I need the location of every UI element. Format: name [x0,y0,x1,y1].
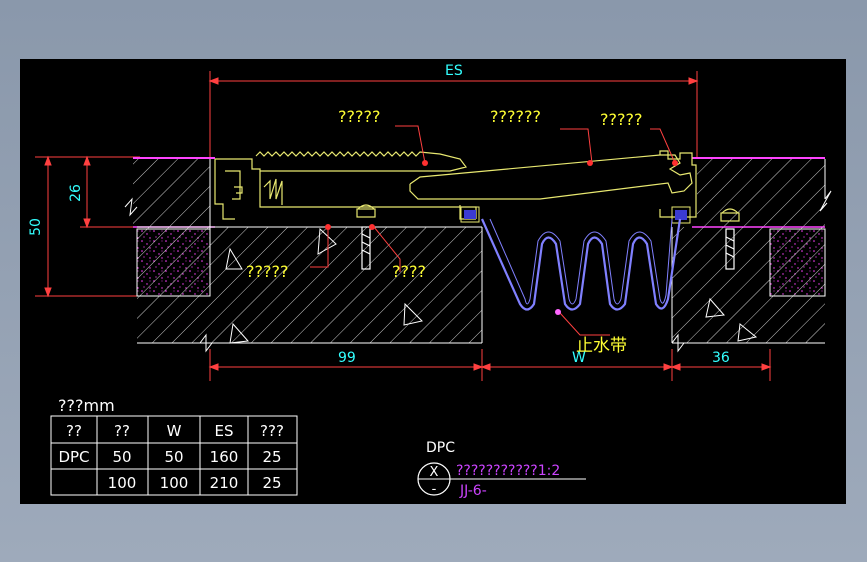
bottom-dimensions [208,349,772,381]
spec-table-text: ?? ?? W ES ??? DPC 50 50 160 25 100 100 … [58,422,283,492]
gasket-seals [460,206,691,224]
dim-26-label: 26 [68,184,84,202]
es-dimension-label: ES [445,63,463,79]
table-header-cell: ?? [66,422,82,440]
leader-lines [310,125,676,336]
joint-gap [481,227,673,343]
height-dimensions [35,155,210,298]
table-cell: 25 [262,448,281,466]
right-floor-finish [692,157,826,228]
table-cell: 160 [210,448,239,466]
callout-top-mid: ?????? [490,107,541,126]
es-dimension [208,71,699,219]
callout-bottom-mid: ???? [392,262,426,281]
dim-36-label: 36 [712,350,730,366]
title-code: DPC [426,440,455,456]
callout-waterstop: 止水带 [576,336,627,356]
table-header-cell: ?? [114,422,130,440]
expansion-joint-drawing: ES 50 26 [28,63,832,499]
table-cell: 50 [112,448,131,466]
anchor-bolt-right [720,208,740,270]
dim-99-label: 99 [338,350,356,366]
anchor-bolt-left [356,204,376,270]
cad-drawing-canvas: ES 50 26 [20,59,846,504]
waterstop [480,218,682,311]
dim-w-label: W [572,350,586,366]
callout-top-left: ????? [338,107,380,126]
table-cell: 100 [160,474,189,492]
section-symbol [417,462,586,496]
table-cell: DPC [58,448,89,466]
table-header-cell: W [167,422,182,440]
left-concrete [137,226,483,344]
leader-dots [325,160,678,315]
table-title: ???mm [58,396,115,415]
spec-table-grid [50,415,298,496]
title-description: ???????????1:2 [456,463,560,479]
cover-profile [214,150,697,220]
callout-bottom-left: ????? [246,262,288,281]
title-ref: JJ-6- [459,483,487,499]
table-cell: 25 [262,474,281,492]
table-header-cell: ES [215,422,234,440]
table-cell: 50 [164,448,183,466]
dim-50-label: 50 [28,218,44,236]
table-header-cell: ??? [260,422,284,440]
callout-top-right: ????? [600,110,642,129]
table-cell: 210 [210,474,239,492]
break-marks [124,190,832,353]
table-cell: 100 [108,474,137,492]
right-concrete [671,227,825,344]
section-symbol-letter: X [430,465,439,480]
section-symbol-sub: - [432,482,437,497]
